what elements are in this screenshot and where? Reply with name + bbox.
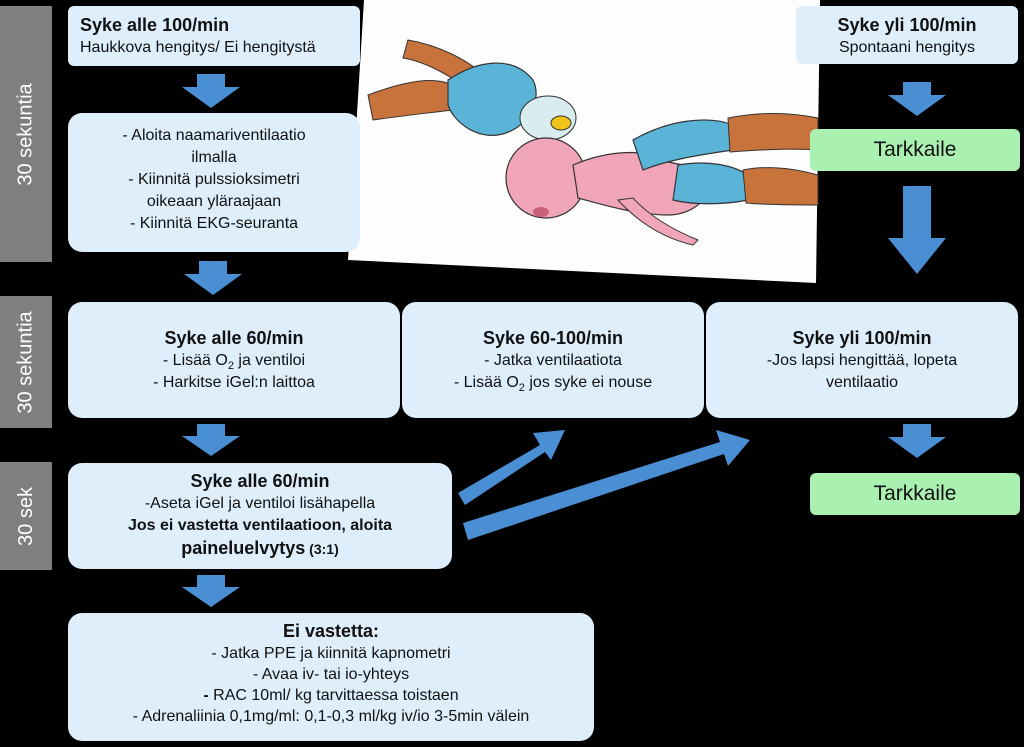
time-label-3: 30 sek [0, 462, 52, 570]
box-heart-rate-over-100-top-title: Syke yli 100/min [837, 15, 977, 35]
newborn-ventilation-illustration [348, 0, 820, 283]
box-heart-rate-under-60-b-title: Syke alle 60/min [190, 471, 330, 491]
box-heart-rate-under-100-title: Syke alle 100/min [80, 15, 230, 35]
arrow-diagonal-to-over-100 [463, 430, 750, 540]
box-initial-actions-line4: oikeaan yläraajaan [146, 193, 282, 210]
box-initial-actions-line1: - Aloita naamariventilaatio [122, 127, 306, 144]
box-no-response-line3: - RAC 10ml/ kg tarvittaessa toistaen [203, 687, 459, 704]
time-label-1: 30 sekuntia [0, 6, 52, 262]
box-initial-actions: - Aloita naamariventilaatio ilmalla - Ki… [68, 113, 360, 252]
box-heart-rate-under-100-text: Haukkova hengitys/ Ei hengitystä [80, 39, 316, 56]
box-heart-rate-over-100-mid-line1: -Jos lapsi hengittää, lopeta [766, 352, 958, 369]
arrow-diagonal-to-60-100 [458, 430, 565, 505]
box-heart-rate-60-100-line2: - Lisää O2 jos syke ei nouse [453, 374, 653, 395]
observe-box-1: Tarkkaile [810, 129, 1020, 171]
box-initial-actions-line5: - Kiinnitä EKG-seuranta [129, 215, 299, 232]
box-heart-rate-60-100-line1: - Jatka ventilaatiota [484, 352, 622, 369]
time-label-2-text: 30 sekuntia [14, 310, 37, 414]
box-heart-rate-under-60-a-title: Syke alle 60/min [164, 328, 304, 348]
box-heart-rate-over-100-mid-title: Syke yli 100/min [792, 328, 932, 348]
box-initial-actions-line3: - Kiinnitä pulssioksimetri [128, 171, 300, 188]
box-no-response-line1: - Jatka PPE ja kiinnitä kapnometri [211, 645, 451, 662]
time-label-1-text: 30 sekuntia [14, 82, 37, 186]
arrow-down-right-big [888, 186, 946, 274]
box-heart-rate-under-60-b-line3: paineluelvytys (3:1) [181, 538, 339, 558]
box-initial-actions-line2: ilmalla [191, 149, 237, 166]
box-heart-rate-60-100: Syke 60-100/min - Jatka ventilaatiota - … [402, 302, 704, 418]
box-no-response: Ei vastetta: - Jatka PPE ja kiinnitä kap… [68, 613, 594, 741]
box-heart-rate-over-100-mid: Syke yli 100/min -Jos lapsi hengittää, l… [706, 302, 1018, 418]
box-no-response-line4: - Adrenaliinia 0,1mg/ml: 0,1-0,3 ml/kg i… [132, 708, 530, 725]
box-heart-rate-under-60-b-line2: Jos ei vastetta ventilaatioon, aloita [127, 517, 393, 534]
box-no-response-line2: - Avaa iv- tai io-yhteys [252, 666, 410, 683]
box-heart-rate-under-60-b: Syke alle 60/min -Aseta iGel ja ventiloi… [68, 463, 452, 569]
box-heart-rate-under-60-b-line1: -Aseta iGel ja ventiloi lisähapella [144, 495, 376, 512]
observe-box-2: Tarkkaile [810, 473, 1020, 515]
arrow-down-4 [182, 575, 240, 607]
box-heart-rate-over-100-top: Syke yli 100/min Spontaani hengitys [796, 6, 1018, 64]
box-heart-rate-over-100-mid-line2: ventilaatio [825, 374, 899, 391]
box-heart-rate-over-100-top-text: Spontaani hengitys [838, 39, 976, 56]
time-label-2: 30 sekuntia [0, 296, 52, 428]
box-heart-rate-under-60-a-line2: - Harkitse iGel:n laittoa [153, 374, 315, 391]
box-heart-rate-under-60-a: Syke alle 60/min - Lisää O2 ja ventiloi … [68, 302, 400, 418]
arrow-down-2 [184, 261, 242, 295]
time-label-3-text: 30 sek [14, 486, 37, 546]
arrow-down-right-1 [888, 82, 946, 116]
box-no-response-title: Ei vastetta: [282, 621, 380, 641]
box-heart-rate-under-60-a-line1: - Lisää O2 ja ventiloi [162, 352, 306, 373]
box-heart-rate-under-100: Syke alle 100/min Haukkova hengitys/ Ei … [68, 6, 360, 66]
arrow-down-3 [182, 424, 240, 456]
box-heart-rate-60-100-title: Syke 60-100/min [482, 328, 624, 348]
arrow-down-1 [182, 74, 240, 108]
arrow-down-right-2 [888, 424, 946, 458]
